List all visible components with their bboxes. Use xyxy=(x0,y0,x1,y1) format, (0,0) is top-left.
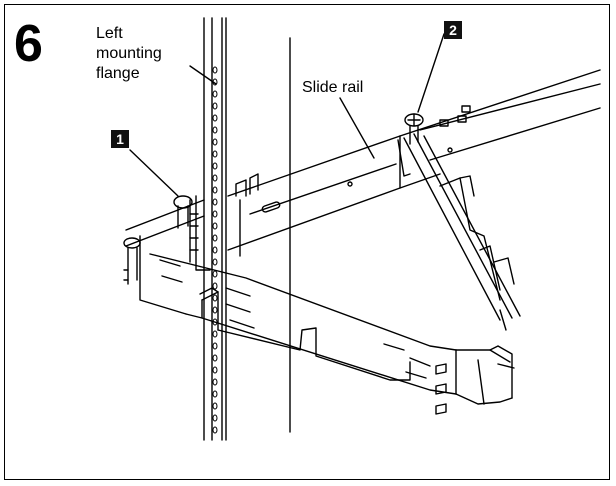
left-mounting-flange-label: Left mounting flange xyxy=(96,24,206,84)
slide-rail xyxy=(227,69,601,257)
slide-rail-label: Slide rail xyxy=(302,79,364,96)
callout-2-badge: 2 xyxy=(444,21,462,39)
slide-rail-leader-line xyxy=(339,97,375,159)
hinge-right xyxy=(435,363,447,415)
callout-1-badge: 1 xyxy=(111,130,129,148)
flange-leader-line xyxy=(189,65,217,85)
label-line: Left xyxy=(96,25,123,42)
left-mounting-flange xyxy=(203,17,227,441)
pin-left-lower xyxy=(123,237,141,285)
support-arm xyxy=(397,133,521,331)
pin-right xyxy=(404,113,424,145)
cable-management-arm xyxy=(125,199,515,405)
flange-bracket xyxy=(189,195,211,271)
label-line: mounting xyxy=(96,45,162,62)
callout-2-leader xyxy=(417,33,445,113)
figure-frame xyxy=(4,4,610,480)
callout-1-leader xyxy=(129,149,179,197)
pin-left-upper xyxy=(173,195,193,229)
step-number: 6 xyxy=(14,15,43,73)
label-line: flange xyxy=(96,65,140,82)
